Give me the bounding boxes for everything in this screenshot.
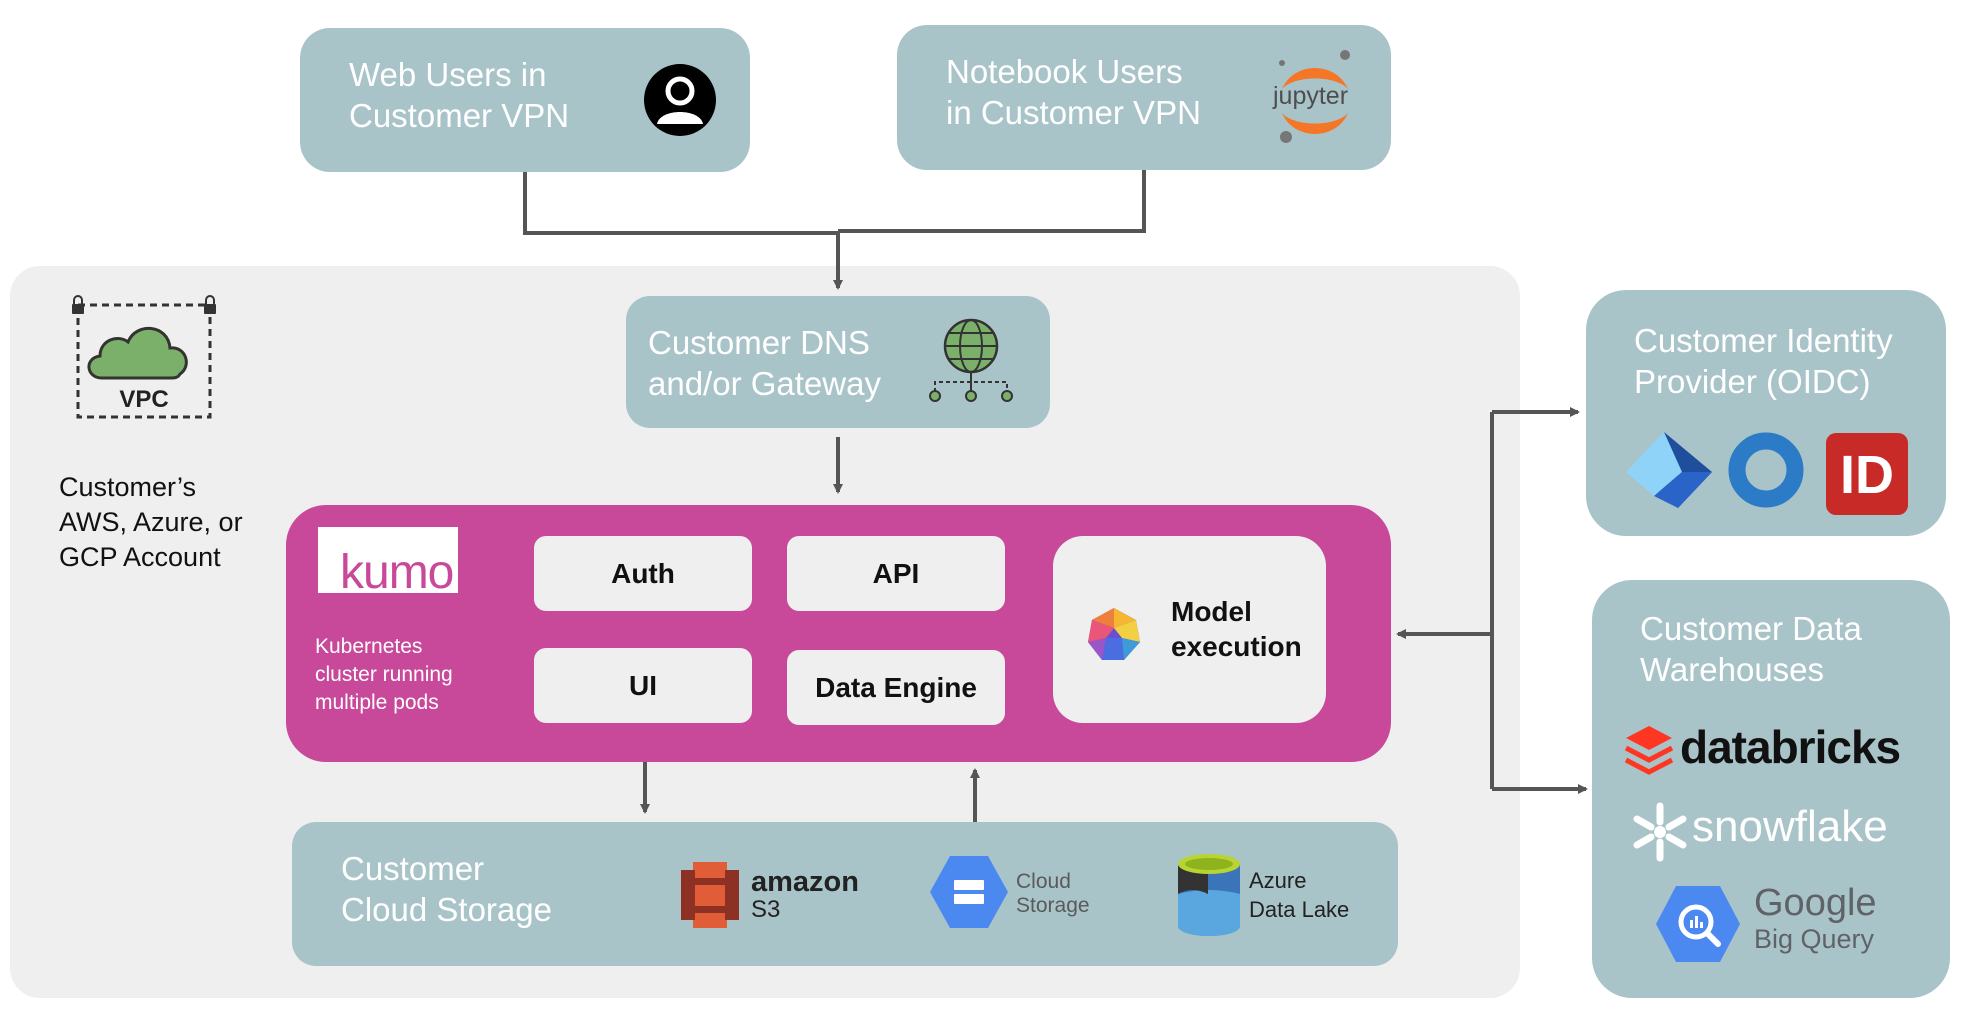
kumo-logo-block xyxy=(318,527,458,593)
identity-provider-box: Customer Identity Provider (OIDC) ID xyxy=(1586,290,1946,536)
warehouses-line1: Customer Data xyxy=(1640,610,1862,647)
id-logo-text: ID xyxy=(1840,445,1894,505)
notebook-users-line1: Notebook Users xyxy=(946,53,1183,90)
web-users-connector xyxy=(523,172,838,235)
pod-data-engine: Data Engine xyxy=(787,650,1005,725)
kumo-cluster-box: kumo Kubernetes cluster running multiple… xyxy=(286,505,1391,762)
web-users-line1: Web Users in xyxy=(349,56,547,93)
notebook-users-box: Notebook Users in Customer VPN jupyter xyxy=(897,25,1391,170)
cloud-storage-line2: Storage xyxy=(1016,894,1090,917)
data-warehouses-box: Customer Data Warehouses databricks snow… xyxy=(1592,580,1950,998)
databricks-text: databricks xyxy=(1680,721,1901,773)
bigquery-icon xyxy=(1656,886,1740,962)
google-cloud-storage-icon xyxy=(930,856,1008,928)
vpc-label: VPC xyxy=(119,386,169,413)
model-polyhedron-icon xyxy=(1088,608,1140,660)
azure-data-lake-icon xyxy=(1178,854,1240,936)
cloud-storage-line1: Cloud xyxy=(1016,870,1071,893)
kumo-logo-text: kumo xyxy=(340,546,454,599)
pod-ui: UI xyxy=(534,648,752,723)
cloud-storage-label: Cloud Storage xyxy=(1016,870,1090,918)
notebook-users-connector xyxy=(838,170,1146,233)
okta-icon xyxy=(1728,432,1804,508)
snowflake-icon xyxy=(1633,802,1687,862)
notebook-users-line2: in Customer VPN xyxy=(946,94,1201,131)
pod-api: API xyxy=(787,536,1005,611)
account-label-line1: Customer’s xyxy=(59,472,197,502)
account-label-line3: GCP Account xyxy=(59,542,221,572)
cloud-storage-box: Customer Cloud Storage amazon S3 Cloud S… xyxy=(292,822,1398,966)
entra-id-icon xyxy=(1626,432,1712,508)
snowflake-text: snowflake xyxy=(1692,802,1888,851)
account-label-line2: AWS, Azure, or xyxy=(59,507,243,537)
jupyter-text: jupyter xyxy=(1273,82,1349,110)
model-execution-box: Model execution xyxy=(1053,536,1326,723)
google-text: Google xyxy=(1754,882,1877,924)
azure-line1: Azure xyxy=(1249,868,1307,893)
model-line2: execution xyxy=(1171,631,1302,662)
gateway-line2: and/or Gateway xyxy=(648,365,881,402)
amazon-s3-icon xyxy=(681,862,739,928)
azure-label: Azure Data Lake xyxy=(1249,866,1349,924)
databricks-icon xyxy=(1624,726,1674,775)
jupyter-icon xyxy=(1279,50,1350,143)
vpc-cloud-icon xyxy=(72,295,216,419)
identity-line2: Provider (OIDC) xyxy=(1634,363,1871,400)
bigquery-text: Big Query xyxy=(1754,924,1875,954)
storage-title-line1: Customer xyxy=(341,850,485,887)
gateway-line1: Customer DNS xyxy=(648,324,870,361)
model-line1: Model xyxy=(1171,596,1252,627)
pod-auth: Auth xyxy=(534,536,752,611)
kumo-description: Kubernetes cluster running multiple pods xyxy=(315,633,453,717)
kumo-desc-line1: Kubernetes xyxy=(315,635,423,658)
user-avatar-icon xyxy=(644,64,716,136)
warehouses-line2: Warehouses xyxy=(1640,651,1825,688)
web-users-box: Web Users in Customer VPN xyxy=(300,28,750,172)
gateway-box: Customer DNS and/or Gateway xyxy=(626,296,1050,428)
kumo-desc-line2: cluster running xyxy=(315,663,453,686)
globe-network-icon xyxy=(929,318,1013,402)
azure-line2: Data Lake xyxy=(1249,897,1350,922)
web-users-line2: Customer VPN xyxy=(349,97,570,134)
storage-title-line2: Cloud Storage xyxy=(341,891,552,928)
account-label: Customer’s AWS, Azure, or GCP Account xyxy=(59,470,243,575)
id-logo-tile xyxy=(1826,433,1908,515)
identity-line1: Customer Identity xyxy=(1634,322,1893,359)
s3-text: S3 xyxy=(751,896,781,923)
kumo-desc-line3: multiple pods xyxy=(315,691,439,714)
amazon-text: amazon xyxy=(751,866,859,898)
